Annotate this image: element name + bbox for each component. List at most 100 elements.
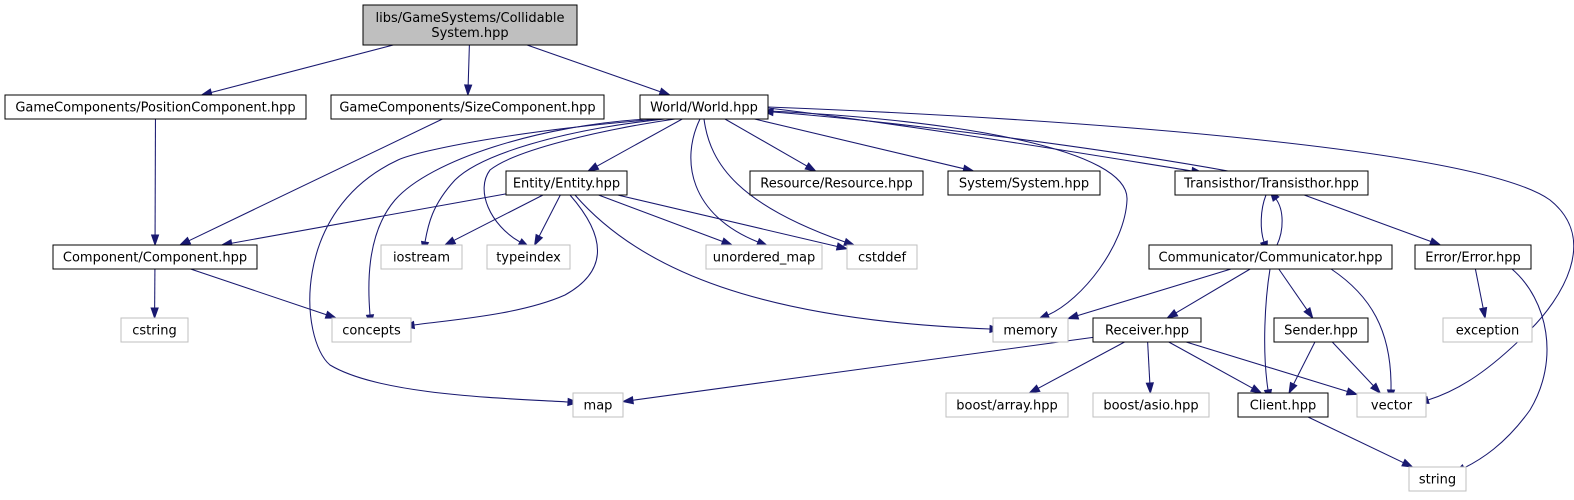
edge-world-to-resource [724, 118, 817, 172]
node-label: Component/Component.hpp [63, 251, 247, 266]
node-comp[interactable]: Component/Component.hpp [52, 244, 258, 270]
node-label: vector [1371, 399, 1413, 414]
edge-world-to-map [309, 118, 661, 407]
node-concepts: concepts [331, 317, 412, 343]
edge-comp-to-cstring [150, 268, 159, 320]
edge-world-to-concepts [365, 118, 649, 327]
node-box [705, 244, 823, 270]
node-box [330, 94, 605, 120]
edge-error-to-exception [1474, 268, 1488, 320]
node-label: GameComponents/PositionComponent.hpp [15, 101, 295, 116]
arrowhead [1066, 311, 1080, 320]
arrowhead [1369, 382, 1382, 395]
node-entity[interactable]: Entity/Entity.hpp [505, 170, 628, 196]
node-pos[interactable]: GameComponents/PositionComponent.hpp [4, 94, 307, 120]
node-label: Entity/Entity.hpp [513, 177, 620, 192]
node-receiver[interactable]: Receiver.hpp [1092, 317, 1202, 343]
edge-trans-to-error [1303, 194, 1442, 246]
edge-world-to-umap [690, 118, 769, 247]
node-box [846, 244, 918, 270]
arrowhead [835, 242, 849, 251]
node-label: Error/Error.hpp [1425, 251, 1520, 266]
arrowhead [1345, 387, 1359, 396]
node-label: World/World.hpp [650, 101, 758, 116]
node-box [505, 170, 628, 196]
edge-root-to-world [526, 44, 672, 96]
node-iostream: iostream [380, 244, 463, 270]
node-label: Resource/Resource.hpp [760, 177, 913, 192]
node-label: iostream [393, 251, 450, 266]
node-umap: unordered_map [705, 244, 823, 270]
node-box [1174, 170, 1369, 196]
edge-receiver-to-barray [1028, 341, 1125, 394]
node-box [947, 170, 1101, 196]
node-label: Receiver.hpp [1105, 324, 1189, 339]
arrowhead [178, 236, 192, 246]
node-client[interactable]: Client.hpp [1237, 392, 1329, 418]
edge-error-to-string [1453, 268, 1548, 474]
node-comm[interactable]: Communicator/Communicator.hpp [1148, 244, 1393, 270]
edge-world-to-system [754, 118, 975, 173]
node-box [52, 244, 258, 270]
node-string: string [1408, 466, 1467, 492]
node-cstddef: cstddef [846, 244, 918, 270]
edge-entity-to-comp [220, 193, 507, 248]
node-label: unordered_map [713, 251, 816, 266]
edge-entity-to-typeindex [533, 194, 561, 247]
arrowhead [533, 233, 544, 247]
arrowhead [1145, 382, 1154, 395]
arrowhead [1401, 458, 1414, 468]
node-box [1414, 244, 1532, 270]
node-label: Sender.hpp [1284, 324, 1358, 339]
node-box [639, 94, 769, 120]
arrowhead [1478, 306, 1488, 320]
node-label: Client.hpp [1250, 399, 1317, 414]
node-trans[interactable]: Transisthor/Transisthor.hpp [1174, 170, 1369, 196]
edge-receiver-to-client [1168, 341, 1263, 394]
node-label: System/System.hpp [959, 177, 1089, 192]
node-label: boost/asio.hpp [1103, 399, 1198, 414]
node-box [362, 4, 578, 46]
node-box [1092, 317, 1202, 343]
node-label: string [1419, 473, 1456, 488]
node-label: concepts [342, 324, 401, 339]
edge-entity-to-iostream [443, 194, 544, 246]
node-box [1356, 392, 1427, 418]
node-label: map [584, 399, 613, 414]
node-box [4, 94, 307, 120]
arrowhead [621, 395, 634, 405]
node-box [1442, 317, 1533, 343]
arrowhead [804, 162, 817, 172]
node-basio: boost/asio.hpp [1092, 392, 1210, 418]
edge-sender-to-client [1288, 341, 1316, 395]
edge-trans-to-comm [1259, 194, 1268, 253]
node-box [1408, 466, 1467, 492]
node-error[interactable]: Error/Error.hpp [1414, 244, 1532, 270]
node-label: System.hpp [431, 26, 508, 41]
node-resource[interactable]: Resource/Resource.hpp [749, 170, 924, 196]
arrowhead [658, 87, 672, 96]
edge-receiver-to-vector [1185, 341, 1359, 396]
node-exception: exception [1442, 317, 1533, 343]
node-vector: vector [1356, 392, 1427, 418]
edge-entity-to-cstddef [617, 194, 849, 251]
arrowhead [1429, 237, 1442, 246]
arrowhead [1028, 384, 1041, 394]
arrowhead [1288, 381, 1298, 395]
node-system[interactable]: System/System.hpp [947, 170, 1101, 196]
arrowhead [1303, 306, 1314, 320]
edge-size-to-comp [178, 118, 443, 246]
arrowhead [586, 162, 600, 172]
node-label: cstring [132, 324, 176, 339]
edge-comm-to-memory [1066, 268, 1232, 320]
edge-root-to-size [463, 44, 473, 97]
node-size[interactable]: GameComponents/SizeComponent.hpp [330, 94, 605, 120]
edge-comp-to-concepts [190, 268, 338, 319]
edge-comm-to-sender [1278, 268, 1314, 320]
node-box [572, 392, 624, 418]
node-box [120, 317, 189, 343]
node-sender[interactable]: Sender.hpp [1273, 317, 1369, 343]
edge-comm-to-trans [1269, 189, 1283, 246]
node-world[interactable]: World/World.hpp [639, 94, 769, 120]
